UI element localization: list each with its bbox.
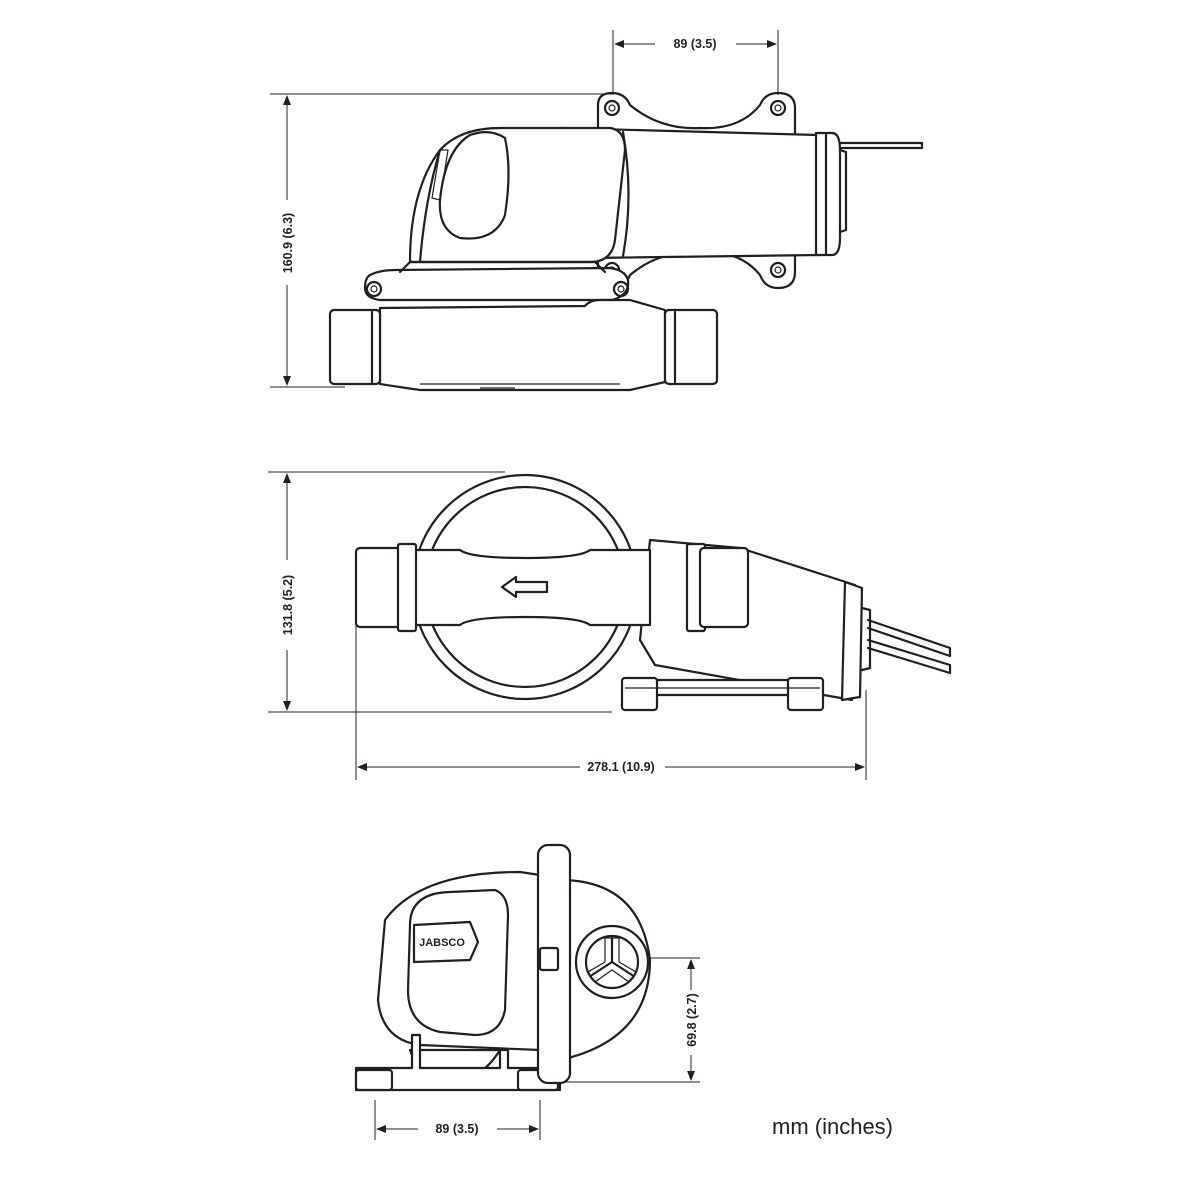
dimension-label-top-height: 160.9 (6.3): [281, 213, 295, 273]
plan-view: 131.8 (5.2) 278.1 (10.9): [268, 471, 952, 780]
svg-text:JABSCO: JABSCO: [419, 937, 465, 949]
dimension-label-overall-length: 278.1 (10.9): [587, 760, 654, 774]
dimension-top-height: 160.9 (6.3): [270, 93, 612, 388]
dimension-overall-length: 278.1 (10.9): [355, 622, 867, 780]
dimension-label-plan-height: 131.8 (5.2): [281, 575, 295, 635]
end-elevation-view: 69.8 (2.7) 89 (3.5) JABSCO: [354, 843, 700, 1140]
dimension-plan-height: 131.8 (5.2): [268, 471, 612, 713]
dimension-top-width: 89 (3.5): [612, 30, 779, 95]
flow-direction-arrow-icon: [500, 575, 549, 599]
dimension-label-end-outlet-height: 69.8 (2.7): [685, 993, 699, 1047]
side-elevation-view: 89 (3.5) 160.9 (6.3): [270, 30, 924, 392]
dimension-end-foot-width: 89 (3.5): [374, 1100, 541, 1140]
units-label: mm (inches): [772, 1114, 893, 1139]
dimension-label-top-width: 89 (3.5): [673, 37, 716, 51]
jabsco-logo: JABSCO: [412, 920, 480, 964]
dimension-label-end-foot-width: 89 (3.5): [435, 1122, 478, 1136]
